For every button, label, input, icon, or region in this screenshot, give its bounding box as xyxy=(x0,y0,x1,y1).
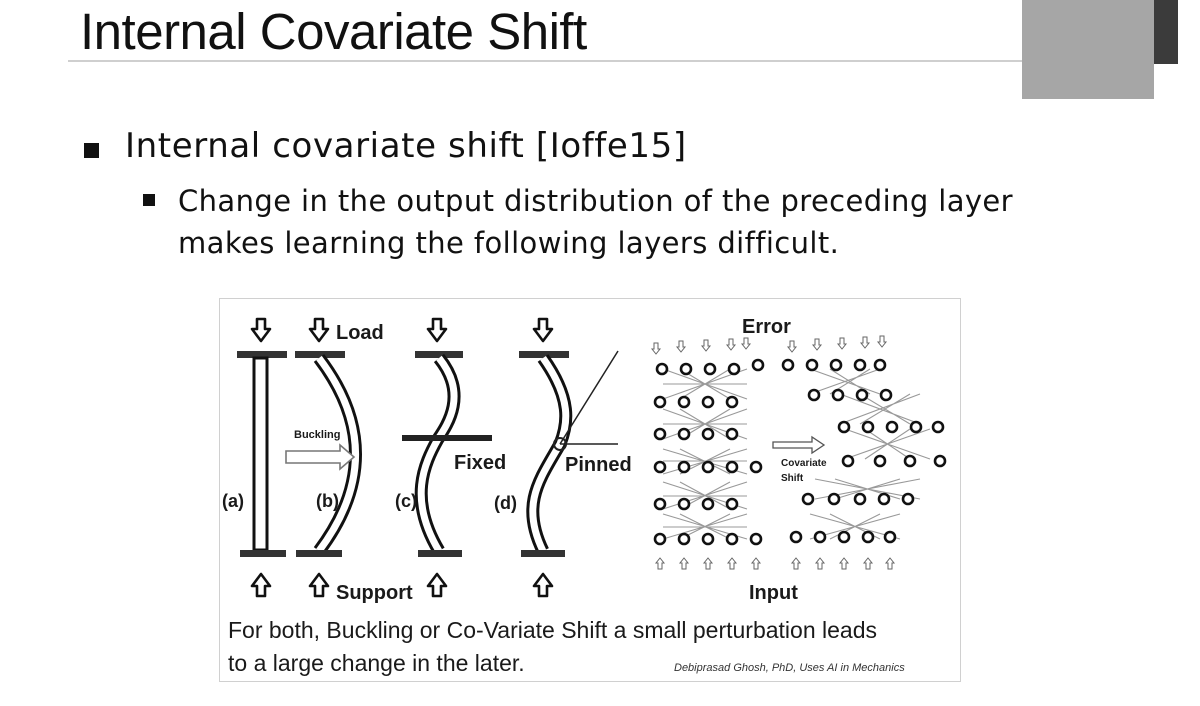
shift-arrow-icon xyxy=(772,435,826,455)
label-covariate: Covariate xyxy=(781,458,827,469)
sub-bullet-line-2: makes learning the following layers diff… xyxy=(178,226,840,260)
network-after-nodes xyxy=(781,358,947,544)
label-c: (c) xyxy=(395,491,417,511)
label-input: Input xyxy=(749,582,798,604)
figure-credit: Debiprasad Ghosh, PhD, Uses AI in Mechan… xyxy=(674,662,905,674)
network-after-connections xyxy=(809,368,931,540)
corner-decoration-dark xyxy=(1154,0,1178,64)
column-b xyxy=(285,317,362,598)
figure-caption-line-2: to a large change in the later. xyxy=(228,650,525,676)
bullet-text-1: Internal covariate shift [Ioffe15] xyxy=(125,126,687,166)
label-fixed: Fixed xyxy=(454,452,506,474)
figure-diagram: Load Support Buckling Fixed Pinned (a) (… xyxy=(222,316,947,604)
bullet-square-icon xyxy=(84,143,99,158)
label-shift: Shift xyxy=(781,473,804,484)
column-a xyxy=(237,317,287,598)
buckling-covariate-figure: Load Support Buckling Fixed Pinned (a) (… xyxy=(219,298,961,682)
label-pinned: Pinned xyxy=(565,454,632,476)
sub-bullet-text: Change in the output distribution of the… xyxy=(178,180,1013,264)
label-support: Support xyxy=(336,582,413,604)
label-error: Error xyxy=(742,316,791,338)
network-before-shift xyxy=(651,337,765,570)
label-b: (b) xyxy=(316,491,339,511)
sub-bullet-square-icon xyxy=(143,194,155,206)
label-load: Load xyxy=(336,322,384,344)
slide-title: Internal Covariate Shift xyxy=(80,3,587,60)
column-c xyxy=(402,317,492,598)
network-before-connections xyxy=(662,368,748,540)
network-after-shift xyxy=(781,335,947,570)
label-d: (d) xyxy=(494,493,517,513)
label-buckling: Buckling xyxy=(294,429,340,441)
corner-decoration-gray xyxy=(1022,0,1154,99)
network-before-nodes xyxy=(653,358,765,546)
label-a: (a) xyxy=(222,491,244,511)
figure-caption-line-1: For both, Buckling or Co-Variate Shift a… xyxy=(228,617,877,643)
column-d xyxy=(519,317,619,598)
title-underline xyxy=(68,60,1024,62)
sub-bullet-line-1: Change in the output distribution of the… xyxy=(178,184,1013,218)
